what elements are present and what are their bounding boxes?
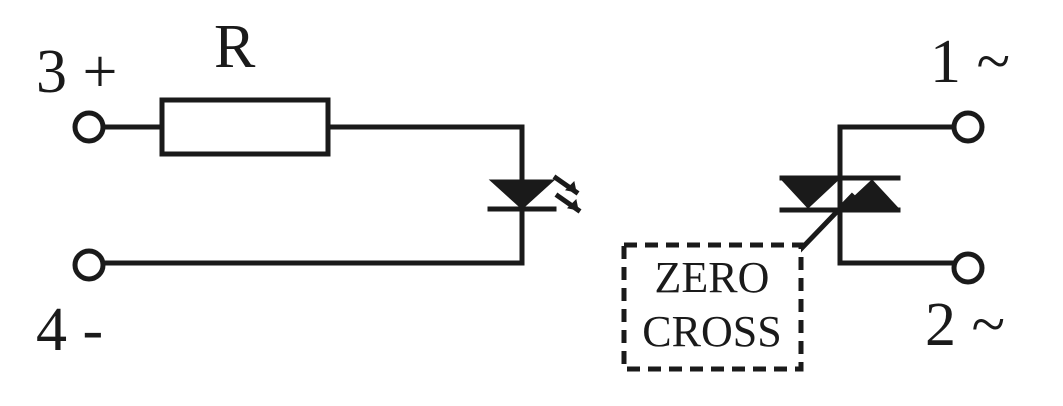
terminal-3	[72, 110, 106, 144]
wire-led-to-pin4	[101, 206, 525, 266]
zero-cross-box	[621, 242, 804, 372]
pin-3-label: 3 +	[36, 38, 117, 106]
zero-cross-label-line2: CROSS	[642, 307, 781, 356]
pin-4-label: 4 -	[36, 296, 103, 364]
resistor-label: R	[214, 13, 256, 81]
wire-output-loop	[837, 124, 956, 266]
terminal-1	[951, 110, 985, 144]
pin-1-label: 1 ~	[930, 28, 1010, 96]
terminal-4	[72, 248, 106, 282]
wire-resistor-to-led	[325, 124, 525, 185]
zero-cross-label-line1: ZERO	[655, 253, 770, 302]
pin-2-label: 2 ~	[925, 291, 1005, 359]
terminal-2	[951, 251, 985, 285]
resistor	[159, 97, 331, 157]
triac-icon	[779, 175, 901, 254]
light-emission-icon	[552, 174, 582, 214]
led-icon	[487, 179, 557, 212]
